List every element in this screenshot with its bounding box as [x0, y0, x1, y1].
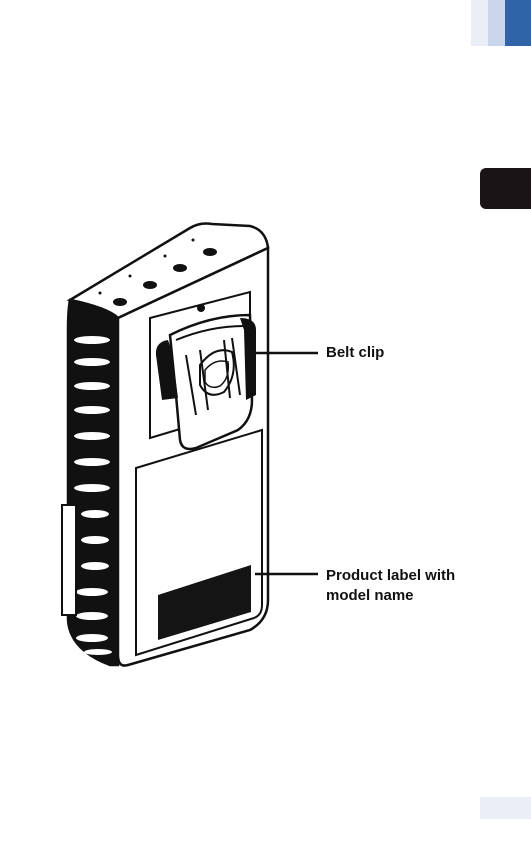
- belt-clip-callout: Belt clip: [326, 343, 384, 363]
- top-button: [143, 281, 157, 289]
- top-button: [203, 248, 217, 256]
- product-label-line2: model name: [326, 586, 455, 606]
- top-button: [173, 264, 187, 272]
- side-slot: [62, 505, 76, 615]
- top-button: [113, 298, 127, 306]
- product-label-callout: Product label with model name: [326, 566, 455, 606]
- product-label-line1: Product label with: [326, 566, 455, 586]
- belt-clip-label: Belt clip: [326, 344, 384, 361]
